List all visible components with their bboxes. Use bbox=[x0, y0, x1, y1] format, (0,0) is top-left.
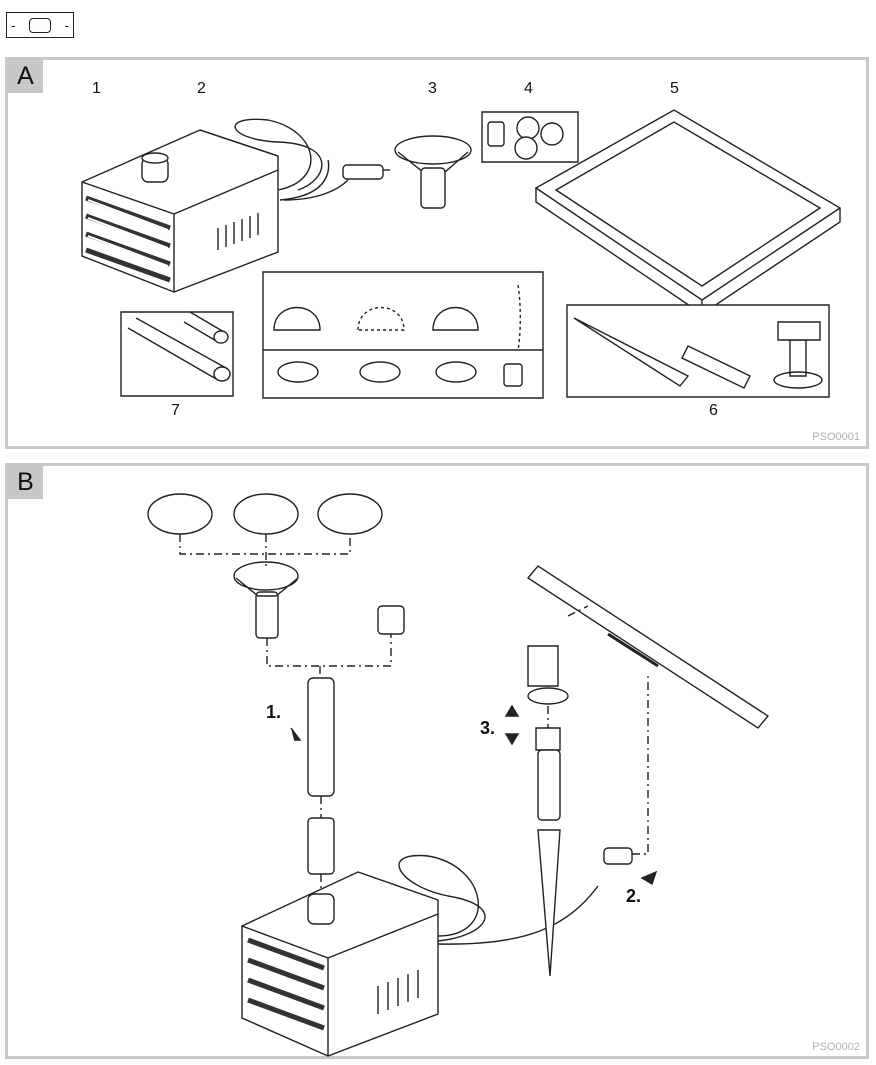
part-number-6: 6 bbox=[709, 402, 718, 419]
assembly-illustration bbox=[8, 466, 866, 1056]
dash-left: - bbox=[11, 17, 16, 33]
part-number-3: 3 bbox=[428, 80, 437, 97]
figure-panel-a: A bbox=[5, 57, 869, 449]
step-2-label: 2. bbox=[626, 886, 642, 906]
pump-drawing bbox=[82, 119, 390, 292]
parts-illustration bbox=[8, 60, 866, 446]
solar-panel-drawing bbox=[536, 110, 840, 314]
panel-label: A bbox=[8, 60, 43, 93]
figure-code: PSO0002 bbox=[812, 1041, 860, 1053]
part-number-1: 1 bbox=[92, 80, 101, 97]
rounded-rectangle-icon bbox=[29, 17, 51, 33]
panel-label: B bbox=[8, 466, 43, 499]
step-1-label: 1. bbox=[266, 702, 282, 722]
part-number-2: 2 bbox=[197, 80, 206, 97]
step-3-label: 3. bbox=[480, 718, 496, 738]
part-number-7: 7 bbox=[171, 402, 180, 419]
part-number-4: 4 bbox=[524, 80, 533, 97]
part-number-5: 5 bbox=[670, 80, 679, 97]
symbol-box: - - bbox=[6, 12, 74, 38]
funnel-nozzle-drawing bbox=[395, 136, 471, 208]
figure-code: PSO0001 bbox=[812, 431, 860, 443]
stake-set-drawing bbox=[567, 305, 829, 397]
dash-right: - bbox=[64, 17, 69, 33]
figure-panel-b: B bbox=[5, 463, 869, 1059]
nozzle-set-drawing bbox=[482, 112, 578, 162]
tube-pieces-drawing bbox=[121, 312, 233, 396]
spray-patterns-drawing bbox=[263, 272, 543, 398]
